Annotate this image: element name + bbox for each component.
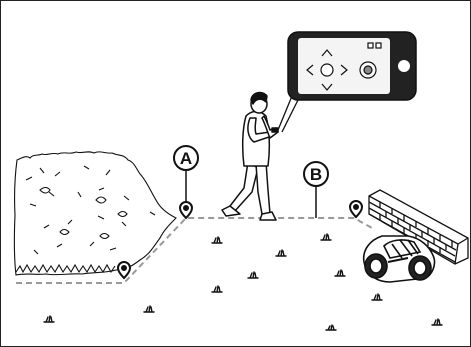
marker-a-label: A [180,149,192,168]
smartphone-icon [288,32,416,100]
marker-b-label: B [310,165,322,184]
robotic-mower-icon [364,236,435,282]
